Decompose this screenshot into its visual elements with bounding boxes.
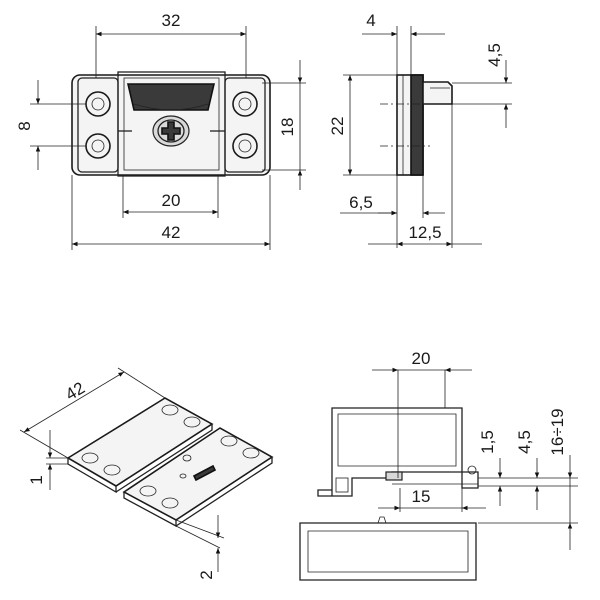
dim-8-label: 8 [15,121,34,130]
side-dark-face [410,74,424,176]
cam-curve [133,103,209,111]
iso-hole-icon [161,497,179,509]
dim-4-5-label: 4,5 [485,43,504,67]
iso-hole-icon [139,485,157,497]
section-dim-20-label: 20 [412,349,431,368]
side-tab [422,81,453,105]
hole-icon [232,91,258,117]
hole-icon [85,91,111,117]
phillips-cross-icon [161,121,181,141]
hole-inner [238,97,252,111]
iso-view: 42 1 2 [19,367,274,580]
dim-4-label: 4 [366,11,375,30]
iso-hole-icon [161,404,179,416]
side-view: 4 4,5 22 6,5 12,5 [328,11,512,248]
hole-icon [232,133,258,159]
section-dim-15-label: 15 [412,487,431,506]
hole-inner [238,139,252,153]
iso-hole-icon [183,416,201,428]
section-dim-4-5-label: 4,5 [515,430,534,454]
dim-32-label: 32 [162,11,181,30]
dim-12-5-label: 12,5 [408,223,441,242]
iso-hole-icon [220,435,238,447]
center-block [117,71,226,177]
section-dim-16-19-label: 16÷19 [548,408,567,455]
iso-label-plate [192,464,217,482]
dim-42-label: 42 [162,223,181,242]
iso-hole-icon [81,452,99,464]
iso-hole-icon [242,447,260,459]
dim-6-5-label: 6,5 [349,193,373,212]
section-dim-1-5-label: 1,5 [478,430,497,454]
iso-screw-icon [182,454,192,462]
upper-flange [461,471,479,489]
upper-tab [385,471,403,481]
upper-profile [331,407,463,497]
lower-profile [299,522,477,581]
section-view: 20 15 1,5 4,5 16÷19 [299,349,578,581]
hole-inner [91,97,105,111]
hole-icon [85,133,111,159]
hole-inner [91,139,105,153]
iso-dim-1-label: 1 [27,475,46,484]
iso-dim-2-label: 2 [197,570,216,579]
iso-dim-42-label: 42 [62,378,88,404]
dim-20-label: 20 [162,191,181,210]
iso-hole-icon [103,464,121,476]
cam-top [126,83,216,111]
dim-22-label: 22 [328,117,347,136]
front-view: 32 8 18 20 42 [15,11,306,250]
center-inner [123,77,220,171]
upper-lip [335,477,349,493]
dim-18-label: 18 [278,118,297,137]
screw-ring [157,119,185,143]
